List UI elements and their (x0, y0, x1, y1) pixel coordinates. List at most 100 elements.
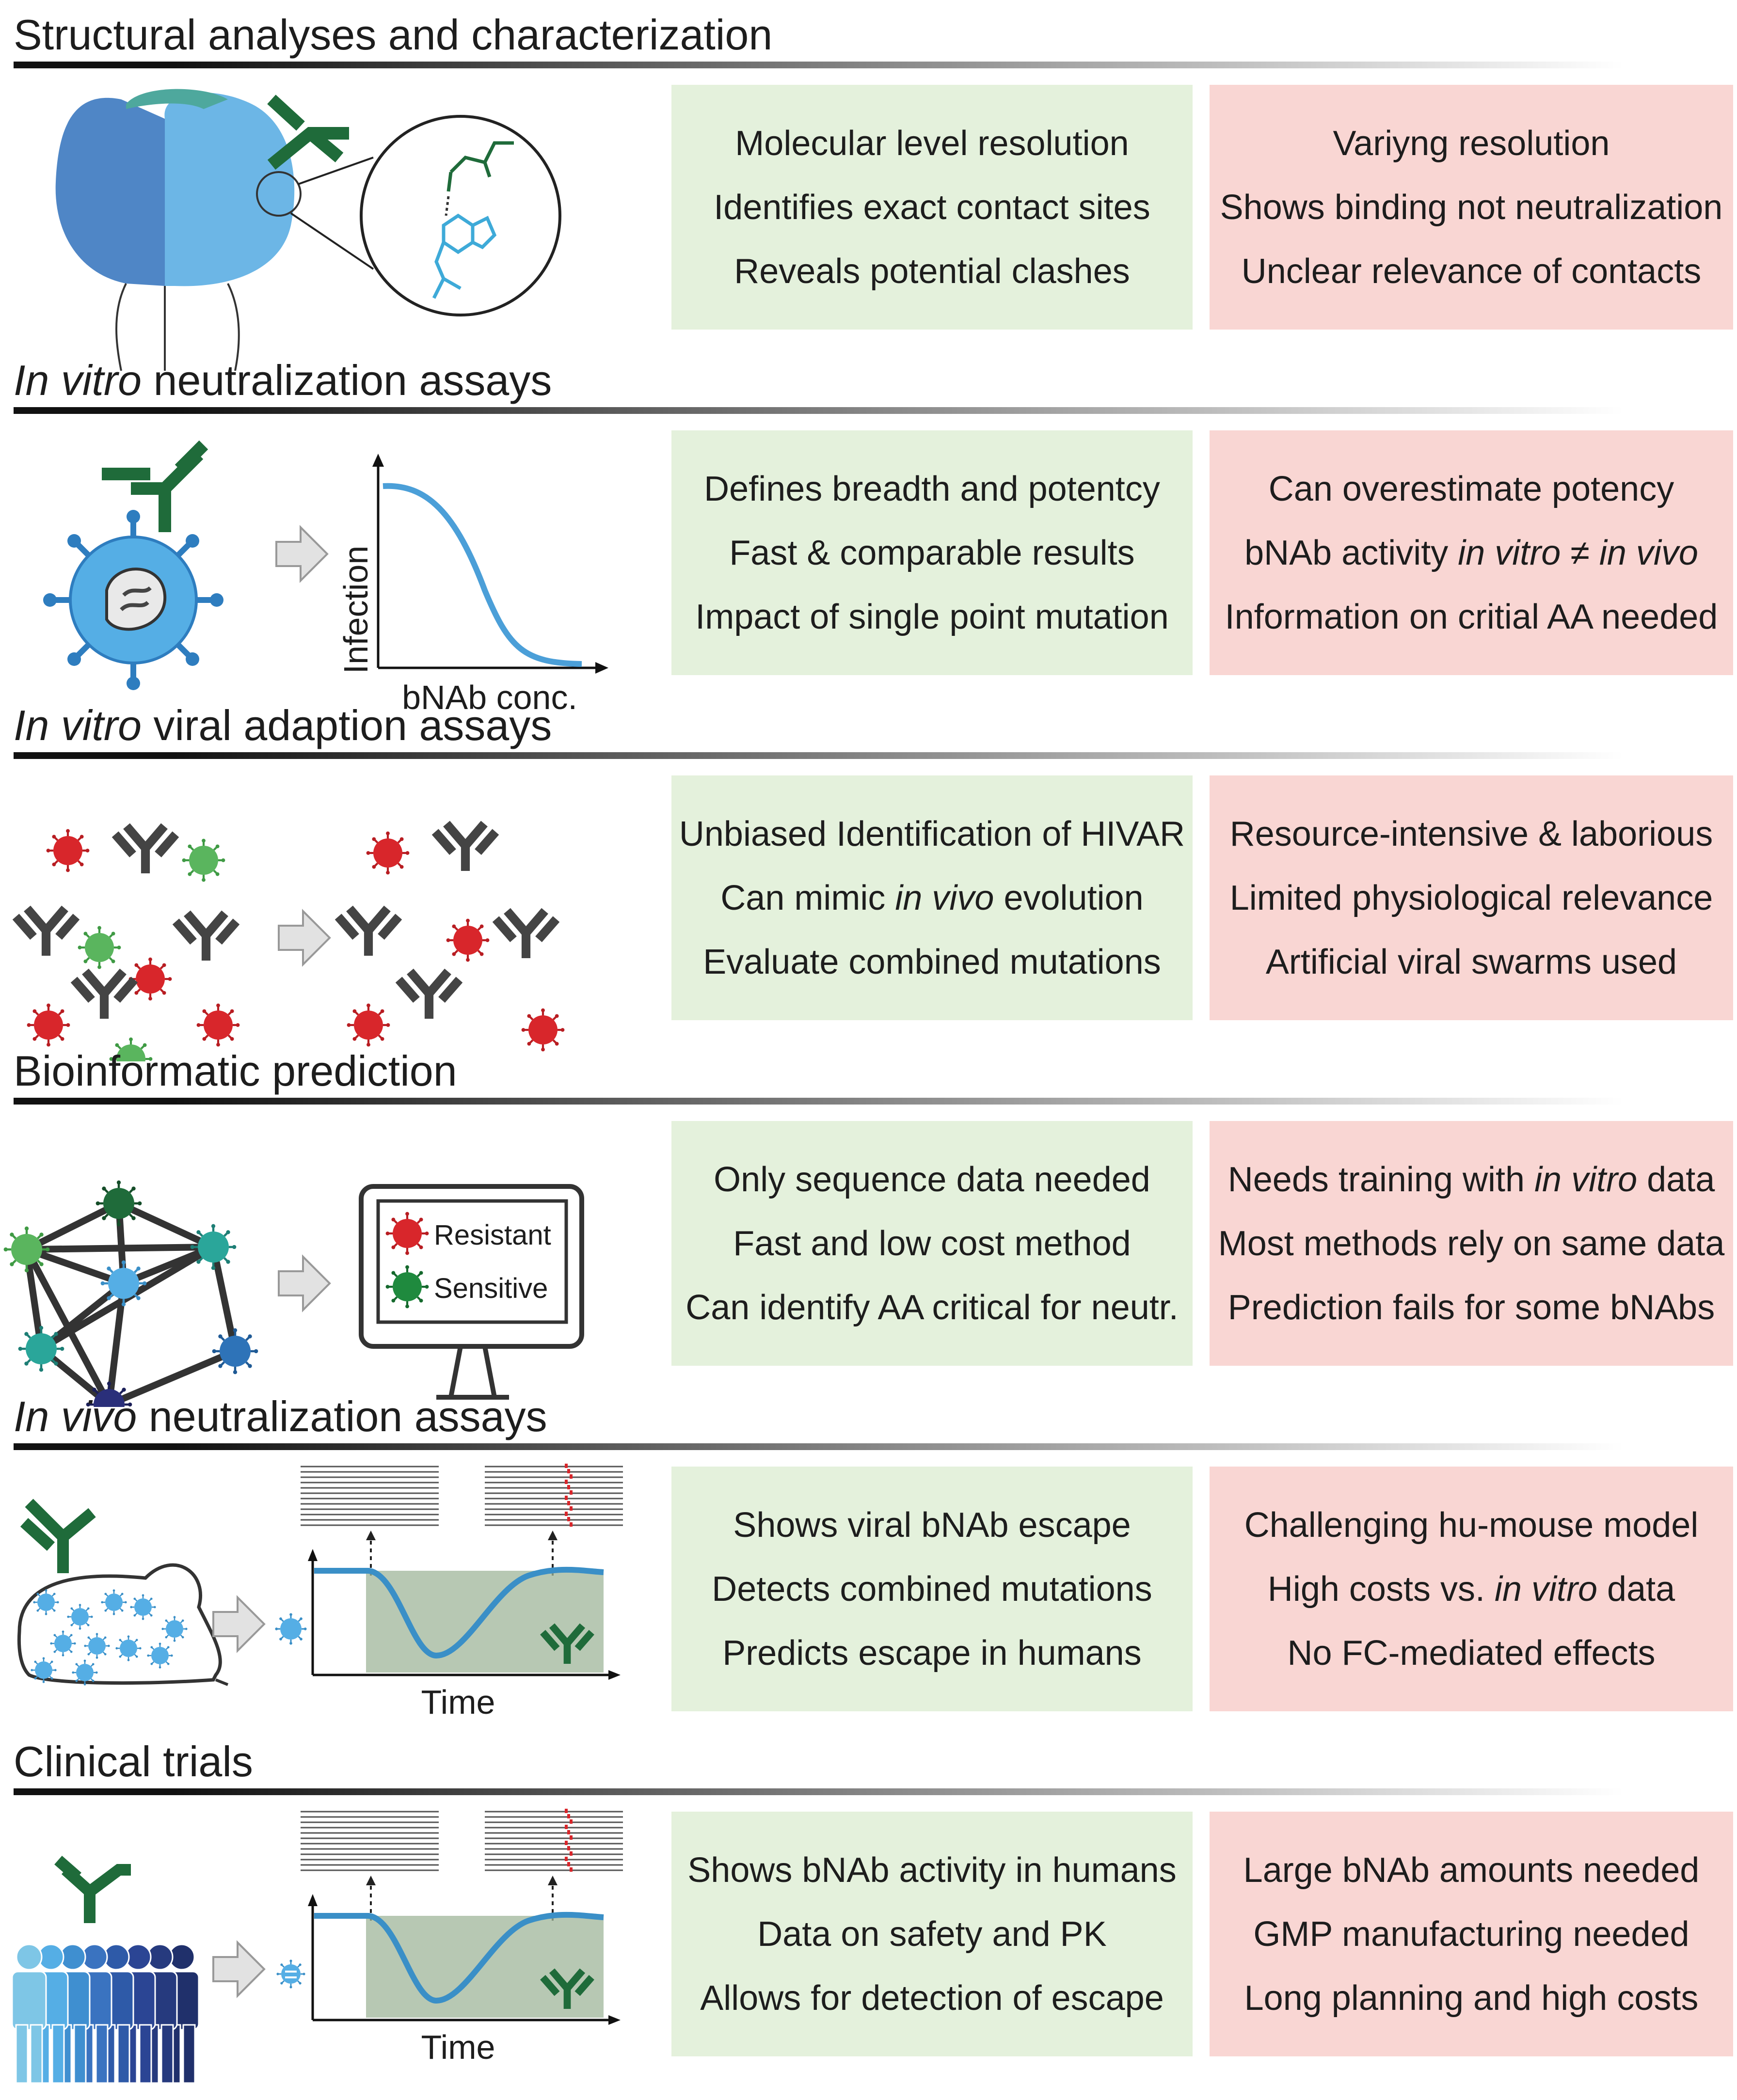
network-edge (117, 1200, 215, 1250)
advantage-item: Detects combined mutations (712, 1569, 1152, 1609)
limitation-item: No FC-mediated effects (1287, 1633, 1656, 1673)
virus-icon (31, 1657, 57, 1683)
advantage-item: Identifies exact contact sites (714, 188, 1150, 227)
advantage-item: Can identify AA critical for neutr. (685, 1288, 1179, 1327)
viral-load-plot: Time (301, 1464, 623, 1721)
advantage-item: Impact of single point mutation (695, 597, 1169, 636)
limitation-item: GMP manufacturing needed (1253, 1914, 1689, 1954)
limitation-item: Unclear relevance of contacts (1241, 252, 1702, 291)
arrow-icon (212, 1940, 266, 1998)
antibody-icon (172, 910, 240, 961)
infection-axis-label: Infection (337, 546, 375, 674)
viral-load-plot: Time (301, 1809, 623, 2066)
network-edge (26, 1244, 214, 1253)
advantage-item: Unbiased Identification of HIVAR (679, 814, 1185, 853)
virus-icon (130, 1594, 156, 1620)
virus-icon (182, 838, 225, 882)
limitation-item: Can overestimate potency (1268, 469, 1674, 508)
section-divider (14, 1098, 1623, 1105)
mouse-icon (17, 1563, 229, 1686)
virus-icon (43, 510, 223, 690)
virus-icon (101, 1589, 127, 1615)
advantage-item: Only sequence data needed (714, 1160, 1150, 1199)
virus-icon (347, 1003, 390, 1047)
antibody-icon (112, 823, 179, 873)
antibody-icon (20, 1499, 96, 1573)
time-axis-label: Time (421, 1683, 495, 1721)
neutralization-illustration: Infection bNAb conc. (43, 440, 608, 716)
section-illustration: Time (0, 1797, 659, 2098)
advantage-item: Data on safety and PK (757, 1914, 1107, 1954)
clinical-illustration: Time (11, 1809, 623, 2084)
limitation-item: High costs vs. in vitro data (1267, 1569, 1675, 1609)
virus-icon (161, 1616, 188, 1642)
section-illustration: Time (0, 1452, 659, 1753)
virus-icon (50, 1630, 76, 1657)
virus-icon (275, 1613, 307, 1645)
arrow-icon (278, 1254, 331, 1312)
arrow-icon (278, 909, 331, 967)
limitation-item: Resource-intensive & laborious (1229, 814, 1713, 853)
method-section: Structural analyses and characterization (0, 11, 1737, 371)
antibody-icon (492, 908, 560, 958)
virus-icon (196, 1003, 240, 1047)
virus-icon (147, 1642, 173, 1669)
antibody-icon (335, 905, 402, 956)
virus-icon (67, 1604, 93, 1630)
bnab-axis-label: bNAb conc. (402, 679, 577, 716)
antibody-icon (12, 905, 80, 956)
advantage-item: Evaluate combined mutations (703, 942, 1161, 981)
antibody-icon (267, 95, 349, 170)
limitation-item: Information on critial AA needed (1225, 597, 1718, 636)
network-edge (23, 1248, 45, 1350)
method-section: In vitro viral adaption assays Unbiased … (0, 701, 1737, 1081)
advantage-item: Shows viral bNAb escape (733, 1505, 1131, 1545)
limitation-item: Large bNAb amounts needed (1243, 1850, 1700, 1890)
advantage-item: Fast & comparable results (729, 533, 1135, 572)
virus-icon (46, 829, 90, 872)
virus-icon (521, 1008, 565, 1052)
limitation-item: Long planning and high costs (1244, 1978, 1699, 2018)
limitation-item: bNAb activity in vitro ≠ in vivo (1244, 533, 1698, 572)
arrow-icon (275, 525, 329, 583)
adaption-illustration (12, 821, 565, 1081)
residue-sticks (446, 141, 514, 192)
section-title: Structural analyses and characterization (14, 11, 773, 59)
section-title: In vivo neutralization assays (14, 1392, 547, 1440)
advantage-item: Defines breadth and potentcy (704, 469, 1160, 508)
antibody-icon (431, 821, 499, 871)
section-title: In vitro neutralization assays (14, 356, 552, 404)
advantage-item: Allows for detection of escape (700, 1978, 1164, 2018)
network-node-virus (96, 1180, 142, 1227)
section-divider (14, 407, 1623, 414)
advantage-item: Shows bNAb activity in humans (687, 1850, 1177, 1890)
virus-icon (276, 1959, 305, 1989)
section-title: In vitro viral adaption assays (14, 701, 552, 749)
residue-sticks-blue (432, 213, 497, 299)
limitation-item: Shows binding not neutralization (1220, 188, 1723, 227)
antibody-icon (54, 1855, 131, 1923)
advantage-item: Molecular level resolution (735, 124, 1129, 163)
section-divider (14, 1443, 1623, 1450)
method-section: Clinical trials Time Shows bNAb activity… (0, 1737, 1737, 2094)
method-section: In vitro neutralization assays (0, 356, 1737, 716)
limitation-item: Most methods rely on same data (1218, 1224, 1725, 1263)
time-axis-label: Time (421, 2028, 495, 2066)
limitation-item: Limited physiological relevance (1229, 878, 1713, 917)
legend-resistant: Resistant (434, 1219, 551, 1251)
network-edge (23, 1247, 112, 1406)
section-illustration: Infection bNAb conc. (0, 416, 659, 716)
antibody-icon (540, 1968, 594, 2009)
resistant-virus-icon (385, 1212, 429, 1255)
virus-icon (115, 1635, 142, 1661)
